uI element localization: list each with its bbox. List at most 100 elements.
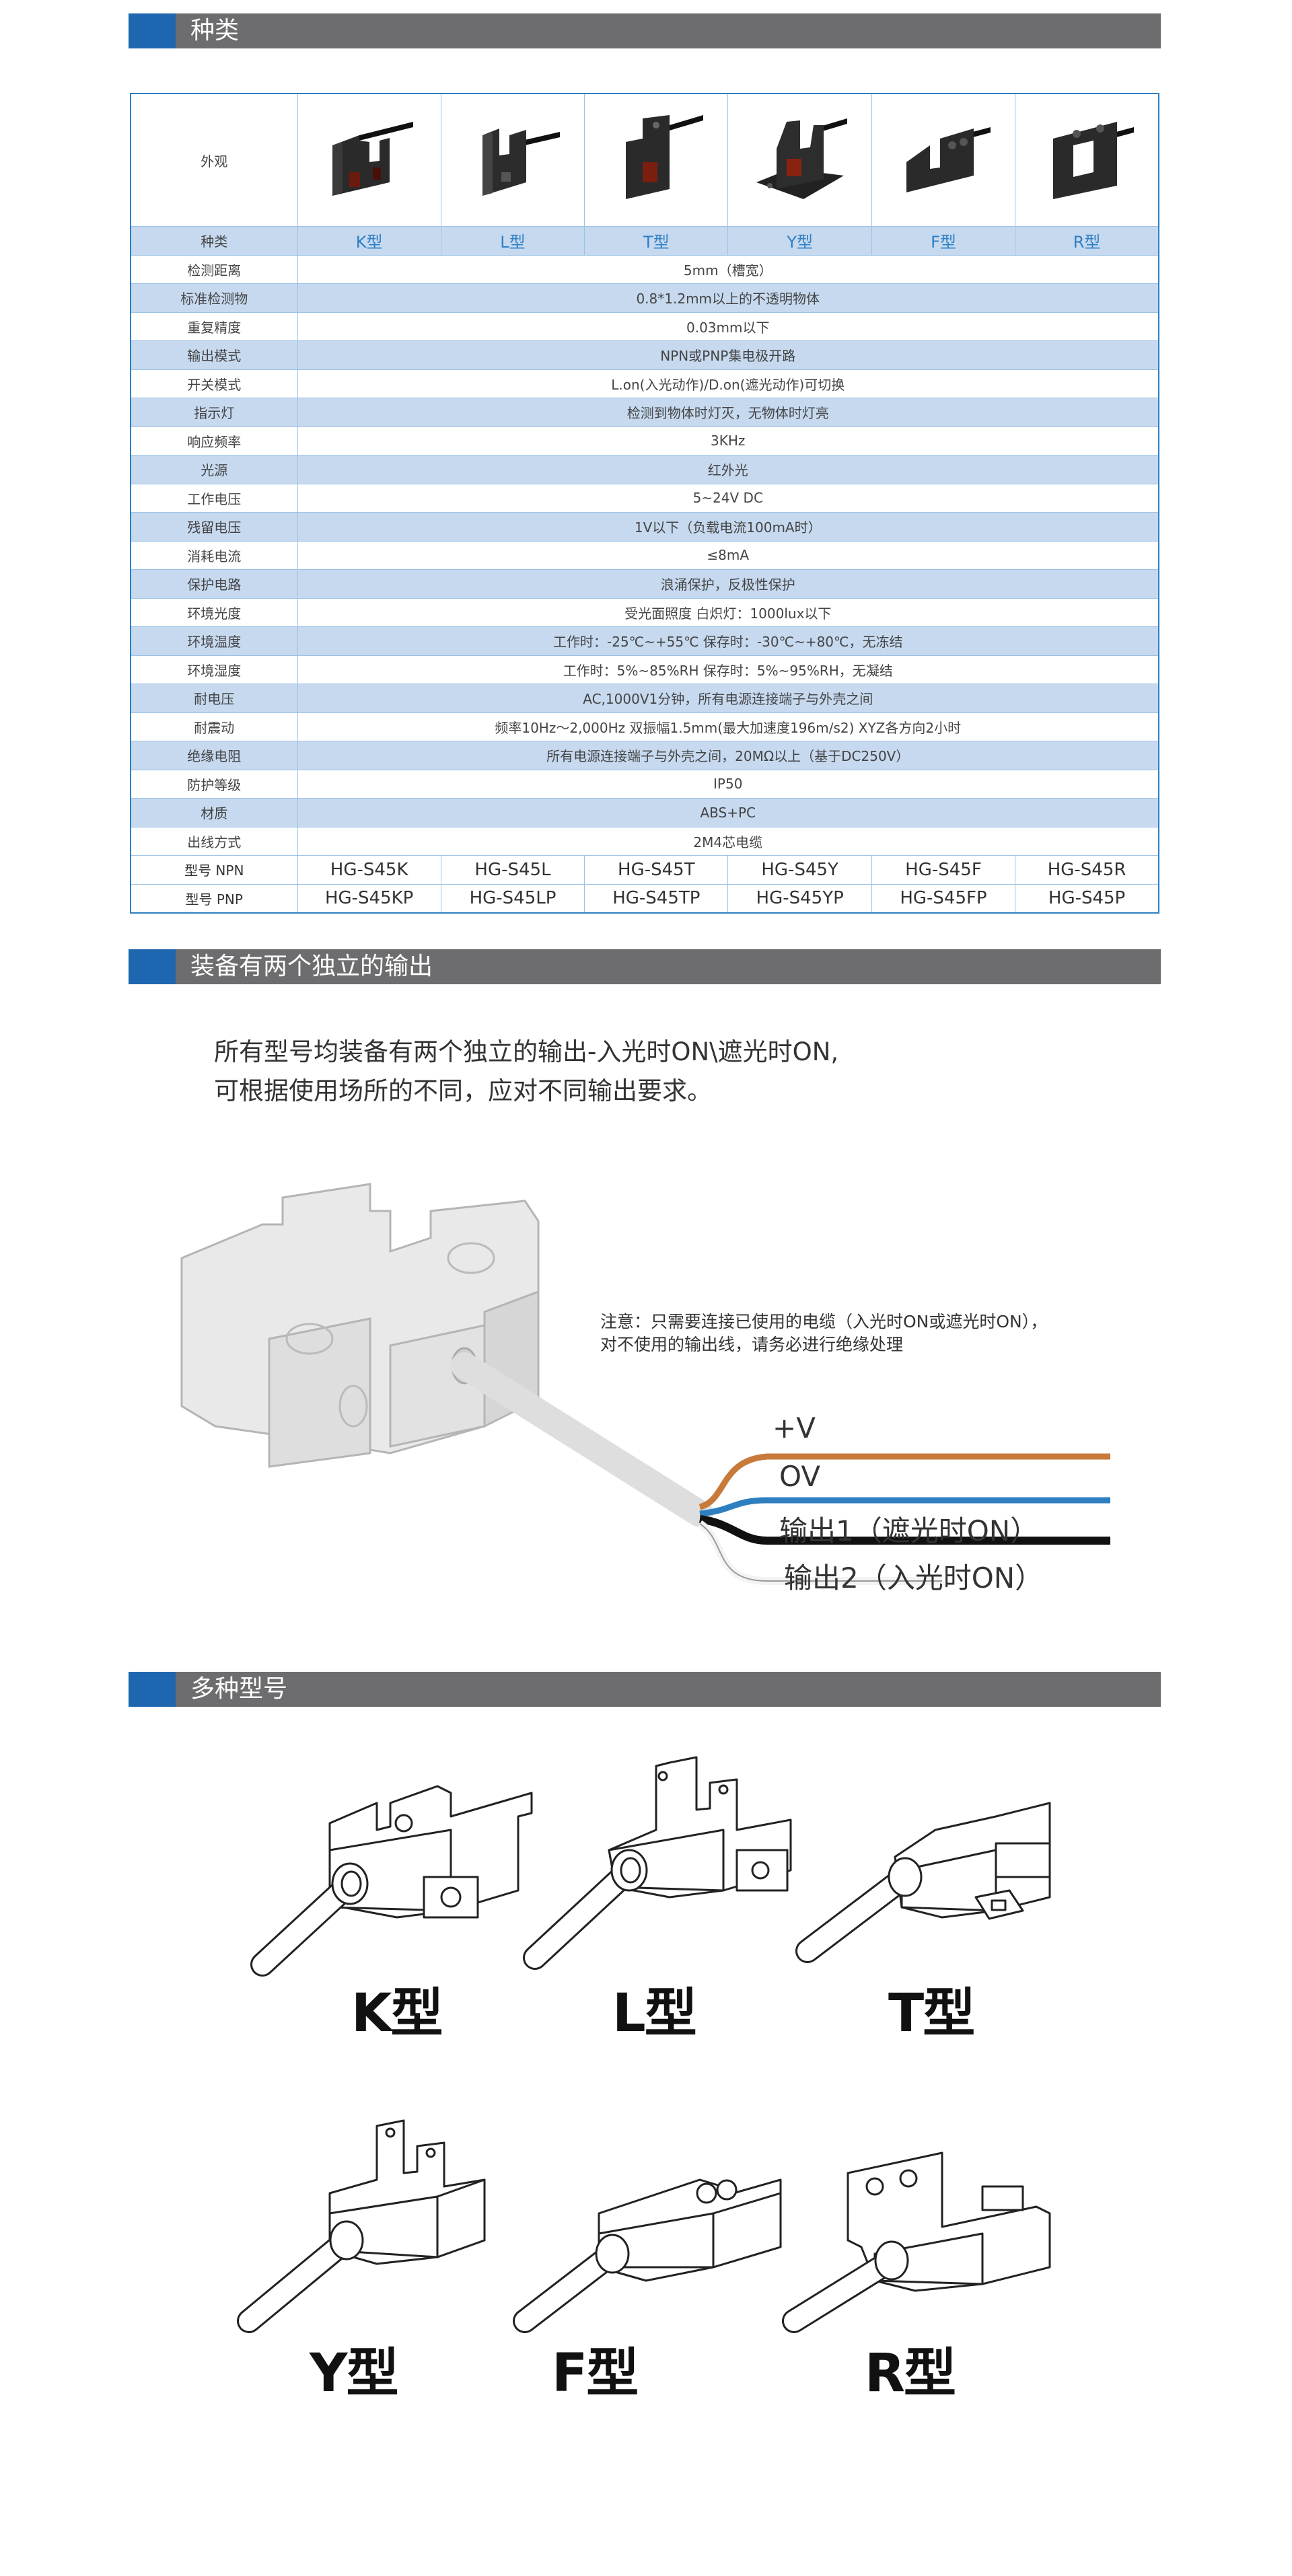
spec-row: 指示灯检测到物体时灯灭，无物体时灯亮 <box>130 398 1159 427</box>
spec-label: 标准检测物 <box>130 283 298 313</box>
f-sensor-image <box>906 126 991 192</box>
section-header-models: 多种型号 <box>129 1672 1161 1707</box>
spec-value: 0.03mm以下 <box>297 311 1159 341</box>
spec-value: 5mm（槽宽） <box>297 254 1159 284</box>
spec-label: 保护电路 <box>130 569 298 599</box>
type-row: 种类 K型 L型 T型 Y型 F型 R型 <box>130 226 1159 256</box>
spec-label: 检测距离 <box>130 254 298 284</box>
spec-row: 环境光度受光面照度 白炽灯：1000lux以下 <box>130 597 1159 627</box>
spec-label: 残留电压 <box>130 512 298 542</box>
section-title: 装备有两个独立的输出 <box>190 953 433 980</box>
type-r: R型 <box>1015 226 1159 256</box>
type-t: T型 <box>584 226 729 256</box>
spec-label: 指示灯 <box>130 398 298 427</box>
spec-value: 工作时：5%~85%RH 保存时：5%~95%RH，无凝结 <box>297 655 1159 684</box>
wiring-note: 注意：只需要连接已使用的电缆（入光时ON或遮光时ON）， 对不使用的输出线，请务… <box>600 1311 1047 1356</box>
npn-model: HG-S45F <box>871 855 1016 885</box>
sensor-photo-y <box>727 93 872 227</box>
pnp-row: 型号 PNP HG-S45KP HG-S45LP HG-S45TP HG-S45… <box>130 883 1159 914</box>
model-y-label: Y型 <box>310 2343 398 2404</box>
spec-value: 所有电源连接端子与外壳之间，20MΩ以上（基于DC250V） <box>297 741 1159 770</box>
spec-value: 1V以下（负载电流100mA时） <box>297 512 1159 542</box>
model-k-label: K型 <box>351 1983 443 2044</box>
pnp-model: HG-S45TP <box>584 883 729 914</box>
section-accent <box>129 13 176 48</box>
model-f-label: F型 <box>552 2343 639 2404</box>
model-l-label: L型 <box>612 1983 697 2044</box>
k-sensor-image <box>332 121 413 196</box>
npn-model: HG-S45Y <box>727 855 872 885</box>
spec-value: ABS+PC <box>297 798 1159 827</box>
npn-label: 型号 NPN <box>130 855 298 885</box>
sensor-photo-r <box>1015 93 1159 227</box>
appearance-label: 外观 <box>130 93 298 227</box>
spec-table: 外观 <box>130 93 1159 914</box>
section-title: 多种型号 <box>190 1675 288 1703</box>
outputs-desc-line2: 可根据使用场所的不同，应对不同输出要求。 <box>214 1076 712 1105</box>
sensor-wiring-illustration <box>180 1183 1110 1585</box>
spec-row: 耐震动频率10Hz～2,000Hz 双振幅1.5mm(最大加速度196m/s2)… <box>130 712 1159 741</box>
pnp-model: HG-S45P <box>1015 883 1159 914</box>
spec-row: 消耗电流≤8mA <box>130 540 1159 570</box>
y-sensor-image <box>756 118 847 199</box>
spec-label: 光源 <box>130 455 298 484</box>
spec-row: 保护电路浪涌保护，反极性保护 <box>130 569 1159 599</box>
type-y: Y型 <box>727 226 872 256</box>
pnp-model: HG-S45FP <box>871 883 1016 914</box>
wire-label-out2: 输出2（入光时ON） <box>784 1561 1044 1594</box>
spec-value: 5~24V DC <box>297 483 1159 513</box>
t-sensor-image <box>626 114 704 199</box>
spec-label: 消耗电流 <box>130 540 298 570</box>
wire-label-ov: OV <box>779 1460 821 1493</box>
type-k: K型 <box>297 226 441 256</box>
spec-value: 3KHz <box>297 426 1159 455</box>
spec-value: 受光面照度 白炽灯：1000lux以下 <box>297 597 1159 627</box>
r-type-drawing <box>782 2151 1051 2333</box>
pnp-model: HG-S45YP <box>727 883 872 914</box>
pnp-model: HG-S45KP <box>297 883 441 914</box>
l-type-drawing <box>523 1756 792 1970</box>
spec-label: 重复精度 <box>130 311 298 341</box>
spec-label: 响应频率 <box>130 426 298 455</box>
spec-label: 防护等级 <box>130 769 298 799</box>
y-type-drawing <box>237 2119 486 2333</box>
f-type-drawing <box>513 2178 782 2333</box>
wire-label-vplus: +V <box>773 1411 816 1444</box>
section-header-outputs: 装备有两个独立的输出 <box>129 949 1161 984</box>
spec-value: AC,1000V1分钟，所有电源连接端子与外壳之间 <box>297 684 1159 713</box>
npn-model: HG-S45R <box>1015 855 1159 885</box>
type-f: F型 <box>871 226 1016 256</box>
type-l: L型 <box>440 226 585 256</box>
spec-label: 耐震动 <box>130 712 298 741</box>
spec-label: 开关模式 <box>130 369 298 398</box>
spec-value: 检测到物体时灯灭，无物体时灯亮 <box>297 398 1159 427</box>
appearance-row: 外观 <box>130 93 1159 227</box>
spec-value: ≤8mA <box>297 540 1159 570</box>
wire-label-out1: 输出1（遮光时ON） <box>779 1514 1039 1547</box>
spec-value: IP50 <box>297 769 1159 799</box>
t-type-drawing <box>795 1802 1051 1963</box>
spec-label: 输出模式 <box>130 340 298 370</box>
r-sensor-image <box>1053 121 1135 199</box>
spec-value: NPN或PNP集电极开路 <box>297 340 1159 370</box>
outputs-desc-line1: 所有型号均装备有两个独立的输出-入光时ON\遮光时ON, <box>214 1037 839 1066</box>
spec-row: 环境湿度工作时：5%~85%RH 保存时：5%~95%RH，无凝结 <box>130 655 1159 684</box>
spec-value: L.on(入光动作)/D.on(遮光动作)可切换 <box>297 369 1159 398</box>
pnp-model: HG-S45LP <box>440 883 585 914</box>
spec-value: 浪涌保护，反极性保护 <box>297 569 1159 599</box>
section-header-types: 种类 <box>129 13 1161 48</box>
npn-model: HG-S45L <box>440 855 585 885</box>
npn-model: HG-S45T <box>584 855 729 885</box>
spec-value: 频率10Hz～2,000Hz 双振幅1.5mm(最大加速度196m/s2) XY… <box>297 712 1159 741</box>
